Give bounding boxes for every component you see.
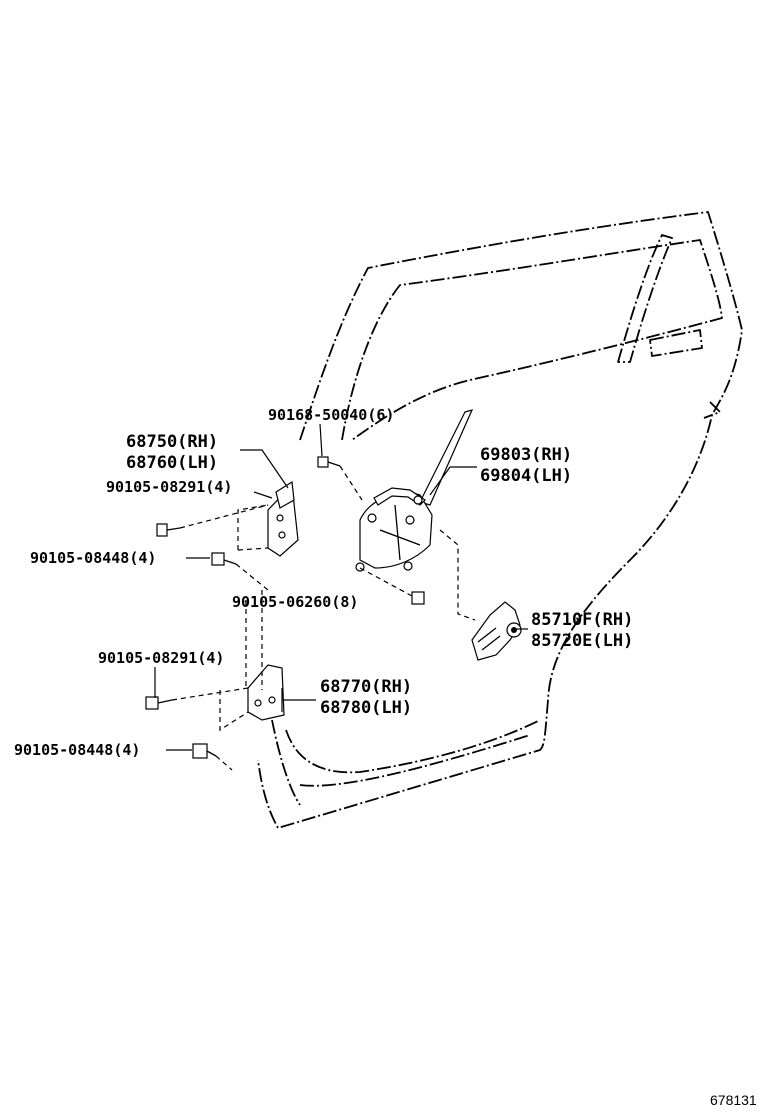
label-69804: 69804(LH) <box>480 466 572 486</box>
reference-number: 678131 <box>710 1092 757 1108</box>
label-90105-08448-lower: 90105-08448(4) <box>14 741 140 759</box>
label-85720E: 85720E(LH) <box>531 631 633 651</box>
upper-hinge <box>267 480 299 557</box>
bolt-90105-08448-lower <box>192 743 217 759</box>
bolt-90105-08291-upper <box>156 523 181 537</box>
label-68750: 68750(RH) <box>126 432 218 452</box>
door-outline <box>257 211 743 829</box>
bolt-90105-08291-lower <box>145 696 173 710</box>
label-90105-08291-upper: 90105-08291(4) <box>106 478 232 496</box>
label-90168-50040: 90168-50040(6) <box>268 406 394 424</box>
lower-hinge <box>247 664 285 721</box>
label-90105-08291-lower: 90105-08291(4) <box>98 649 224 667</box>
bolt-90105-06260 <box>411 591 425 605</box>
leader-lines <box>154 423 528 751</box>
label-69803: 69803(RH) <box>480 445 572 465</box>
installation-lines <box>171 465 476 771</box>
label-68770: 68770(RH) <box>320 677 412 697</box>
label-90105-08448-upper: 90105-08448(4) <box>30 549 156 567</box>
bolt-90105-08448-upper <box>211 552 237 566</box>
label-68760: 68760(LH) <box>126 453 218 473</box>
bolt-90168-50040 <box>317 456 341 468</box>
label-90105-06260: 90105-06260(8) <box>232 593 358 611</box>
regulator-motor <box>471 601 522 661</box>
window-regulator <box>355 409 474 572</box>
label-68780: 68780(LH) <box>320 698 412 718</box>
label-85710F: 85710F(RH) <box>531 610 633 630</box>
